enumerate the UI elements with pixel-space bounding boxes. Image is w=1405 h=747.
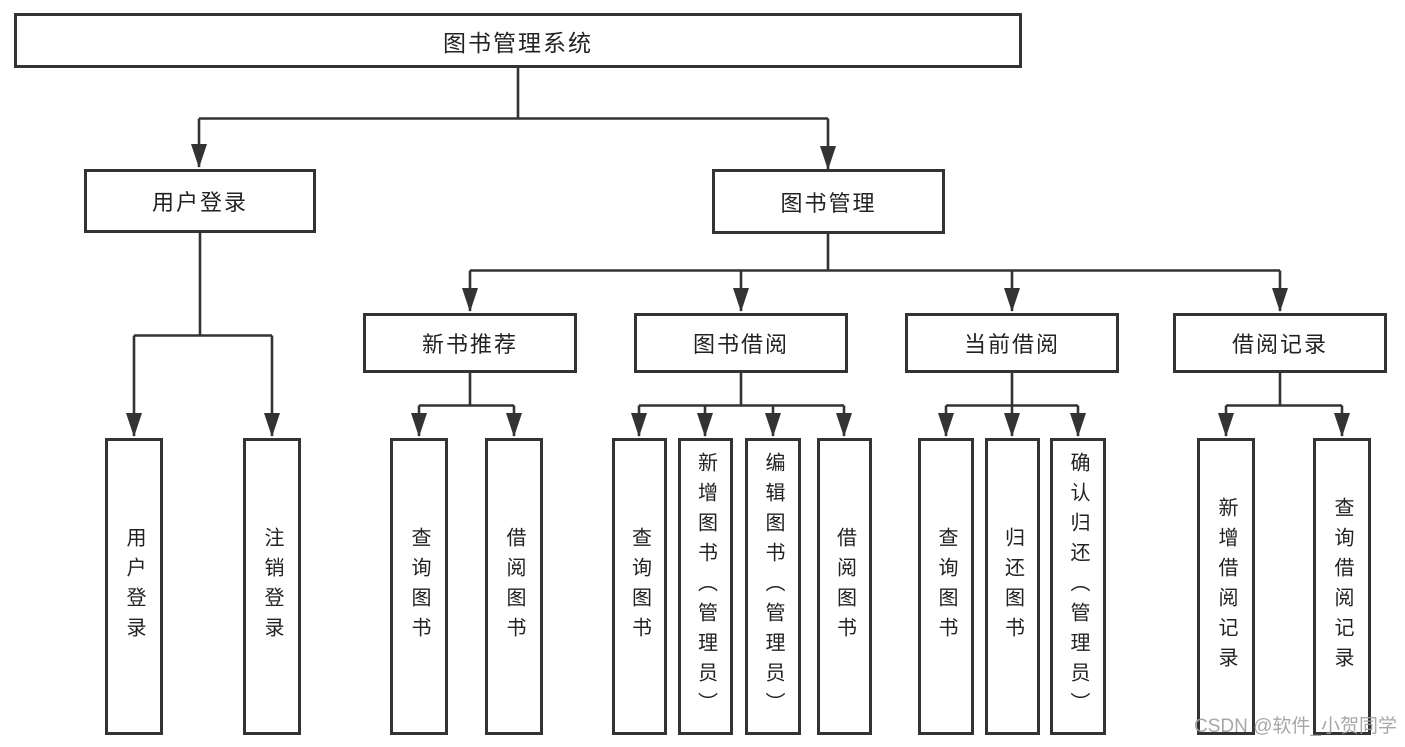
- node-leaf-add-borrow-record: 新增借阅记录: [1197, 438, 1255, 735]
- node-borrow-records-label: 借阅记录: [1231, 332, 1328, 357]
- node-leaf-return-book-label: 归还图书: [1001, 526, 1024, 647]
- connector-user-login-subtree: [126, 233, 280, 437]
- node-new-book-rec: 新书推荐: [363, 313, 577, 373]
- node-leaf-confirm-return: 确认归还（管理员）: [1050, 438, 1106, 735]
- connector-book-borrow-subtree: [631, 373, 852, 437]
- node-leaf-add-borrow-record-label: 新增借阅记录: [1215, 496, 1237, 677]
- node-leaf-logout: 注销登录: [243, 438, 301, 735]
- node-root-system: 图书管理系统: [14, 13, 1022, 68]
- connector-current-borrow-subtree: [938, 373, 1086, 437]
- node-leaf-query-book-3: 查询图书: [918, 438, 974, 735]
- node-borrow-records: 借阅记录: [1173, 313, 1387, 373]
- node-leaf-query-book-1-label: 查询图书: [408, 526, 430, 647]
- node-leaf-query-book-3-label: 查询图书: [935, 526, 957, 647]
- node-leaf-query-borrow-record: 查询借阅记录: [1313, 438, 1371, 735]
- connector-root-to-level2: [191, 68, 836, 170]
- node-leaf-query-book-1: 查询图书: [390, 438, 448, 735]
- connector-book-mgmt-to-level3: [462, 234, 1288, 312]
- node-leaf-edit-book: 编辑图书（管理员）: [745, 438, 801, 735]
- node-book-mgmt: 图书管理: [712, 169, 945, 234]
- node-leaf-borrow-book-2-label: 借阅图书: [833, 526, 856, 647]
- node-leaf-return-book: 归还图书: [985, 438, 1040, 735]
- node-leaf-logout-label: 注销登录: [261, 526, 283, 647]
- node-leaf-user-login-label: 用户登录: [123, 526, 145, 647]
- node-leaf-query-borrow-record-label: 查询借阅记录: [1331, 496, 1353, 677]
- node-user-login: 用户登录: [84, 169, 316, 233]
- node-leaf-add-book-label: 新增图书（管理员）: [694, 451, 717, 722]
- node-leaf-borrow-book-2: 借阅图书: [817, 438, 872, 735]
- node-leaf-user-login: 用户登录: [105, 438, 163, 735]
- node-book-borrow: 图书借阅: [634, 313, 848, 373]
- node-current-borrow: 当前借阅: [905, 313, 1119, 373]
- node-new-book-rec-label: 新书推荐: [421, 332, 518, 357]
- connector-borrow-records-subtree: [1218, 373, 1350, 437]
- node-leaf-add-book: 新增图书（管理员）: [678, 438, 733, 735]
- node-leaf-query-book-2-label: 查询图书: [628, 526, 651, 647]
- node-leaf-borrow-book-1-label: 借阅图书: [503, 526, 525, 647]
- connector-new-book-subtree: [411, 373, 522, 437]
- node-leaf-confirm-return-label: 确认归还（管理员）: [1067, 451, 1089, 722]
- node-user-login-label: 用户登录: [151, 190, 248, 215]
- node-book-mgmt-label: 图书管理: [780, 190, 877, 216]
- node-leaf-edit-book-label: 编辑图书（管理员）: [762, 451, 784, 722]
- node-root-label: 图书管理系统: [443, 29, 593, 56]
- node-current-borrow-label: 当前借阅: [963, 332, 1060, 357]
- node-book-borrow-label: 图书借阅: [692, 332, 789, 357]
- node-leaf-query-book-2: 查询图书: [612, 438, 667, 735]
- watermark: CSDN @软件_小贺同学: [1194, 716, 1397, 737]
- node-leaf-borrow-book-1: 借阅图书: [485, 438, 543, 735]
